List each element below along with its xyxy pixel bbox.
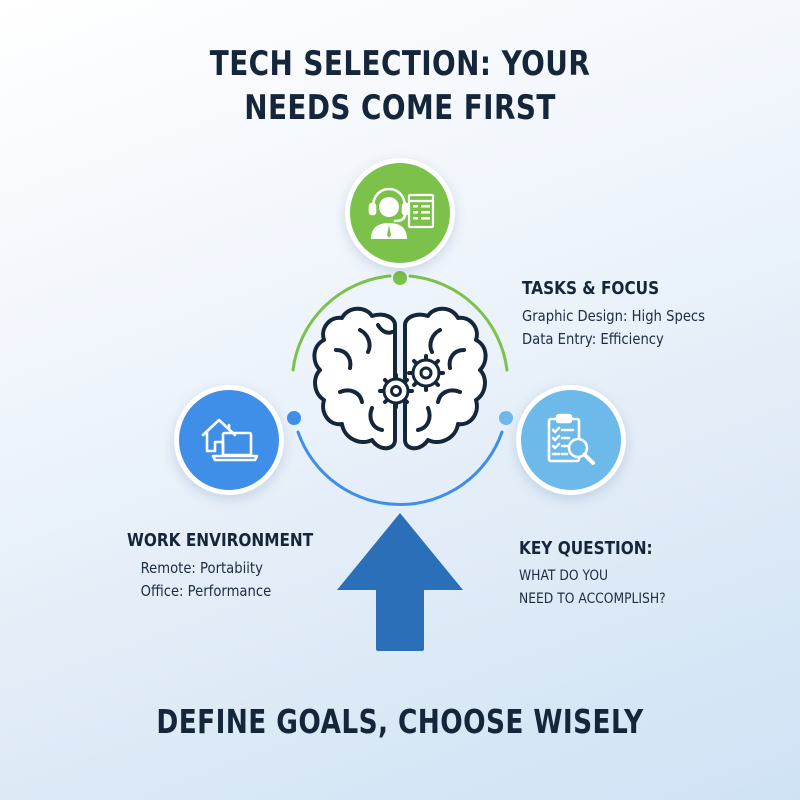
home-laptop-icon [201, 418, 259, 462]
ring-dot-right [499, 411, 513, 425]
node-tasks [345, 158, 455, 268]
customer-support-headset-icon [368, 187, 435, 239]
tasks-heading: TASKS & FOCUS [522, 278, 660, 299]
key-question-block: KEY QUESTION: WHAT DO YOU NEED TO ACCOMP… [519, 538, 692, 611]
gear-icon [378, 354, 445, 409]
title-line-2: NEEDS COME FIRST [244, 88, 556, 128]
ring [287, 271, 513, 506]
tasks-focus-block: TASKS & FOCUS Graphic Design: High Specs… [522, 278, 737, 351]
tasks-line-2: Data Entry: Efficiency [522, 330, 664, 348]
node-environment [174, 385, 284, 495]
footer-tagline: DEFINE GOALS, CHOOSE WISELY [156, 702, 644, 741]
ring-dot-left [287, 411, 301, 425]
work-environment-block: WORK ENVIRONMENT Remote: Portabiity Offi… [127, 530, 346, 603]
page-title: TECH SELECTION: YOUR NEEDS COME FIRST [72, 42, 728, 130]
environment-line-1: Remote: Portabiity [140, 559, 263, 577]
key-question-heading: KEY QUESTION: [519, 538, 653, 559]
up-arrow-icon [337, 513, 463, 651]
environment-line-2: Office: Performance [140, 582, 272, 600]
brain-gears-icon [312, 306, 488, 451]
title-line-1: TECH SELECTION: YOUR [209, 44, 591, 84]
checklist-magnifier-icon [547, 413, 595, 465]
ring-dot-top [393, 271, 407, 285]
environment-heading: WORK ENVIRONMENT [127, 530, 314, 551]
key-question-line-2: NEED TO ACCOMPLISH? [519, 591, 666, 607]
key-question-line-1: WHAT DO YOU [519, 568, 609, 584]
node-key-question [516, 385, 626, 495]
tasks-line-1: Graphic Design: High Specs [522, 307, 706, 325]
